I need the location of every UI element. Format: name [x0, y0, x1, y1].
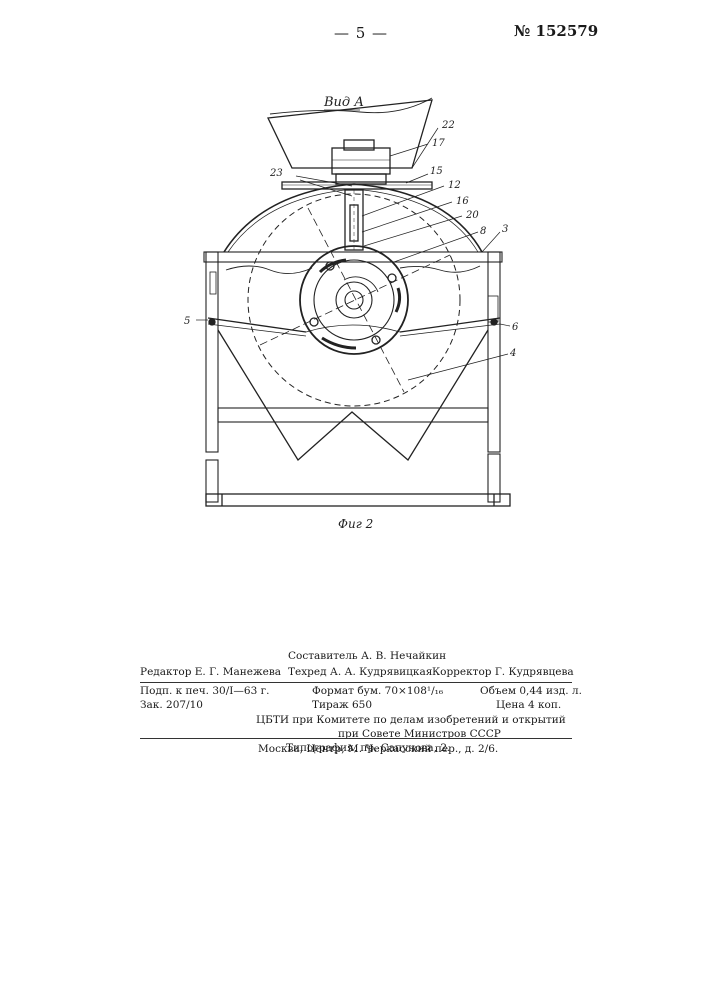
callout-6: 6	[512, 322, 519, 333]
org-line-1: ЦБТИ при Комитете по делам изобретений и…	[256, 714, 566, 726]
callout-12: 12	[448, 180, 461, 191]
hopper-flange	[282, 182, 432, 189]
drive-housing	[332, 148, 390, 174]
callout-23: 23	[269, 168, 283, 179]
callout-17: 17	[432, 138, 445, 149]
editor: Редактор Е. Г. Манежева	[140, 666, 281, 678]
rule-bottom	[140, 738, 572, 739]
compiler: Составитель А. В. Нечайкин	[288, 650, 446, 662]
rule-top	[140, 682, 572, 683]
callout-8: 8	[480, 226, 486, 237]
frame-post-right	[488, 252, 500, 452]
view-label: Вид А	[323, 95, 364, 110]
price: Цена 4 коп.	[496, 699, 561, 711]
callout-15: 15	[430, 166, 443, 177]
techred: Техред А. А. Кудрявицкая	[288, 666, 432, 678]
callout-22: 22	[441, 120, 455, 131]
frame-base	[206, 494, 510, 506]
callout-5: 5	[184, 316, 190, 327]
callout-20: 20	[465, 210, 479, 221]
corrector: Корректор Г. Кудрявцева	[432, 666, 574, 678]
callout-3: 3	[502, 224, 508, 235]
callout-4: 4	[509, 348, 516, 359]
frame-cross-bar	[218, 408, 488, 422]
paper-format: Формат бум. 70×108¹/₁₆	[312, 685, 443, 697]
technical-drawing: Вид А Фиг 2 22 17 15 23 12 16 20 8 3 5 6…	[0, 0, 707, 560]
callout-16: 16	[456, 196, 469, 207]
order-number: Зак. 207/10	[140, 699, 203, 711]
printer: Типография, пр. Сапунова, 2.	[286, 742, 450, 754]
signed-date: Подп. к печ. 30/I—63 г.	[140, 685, 269, 697]
figure-caption: Фиг 2	[338, 517, 373, 531]
circulation: Тираж 650	[312, 699, 372, 711]
volume: Объем 0,44 изд. л.	[480, 685, 582, 697]
